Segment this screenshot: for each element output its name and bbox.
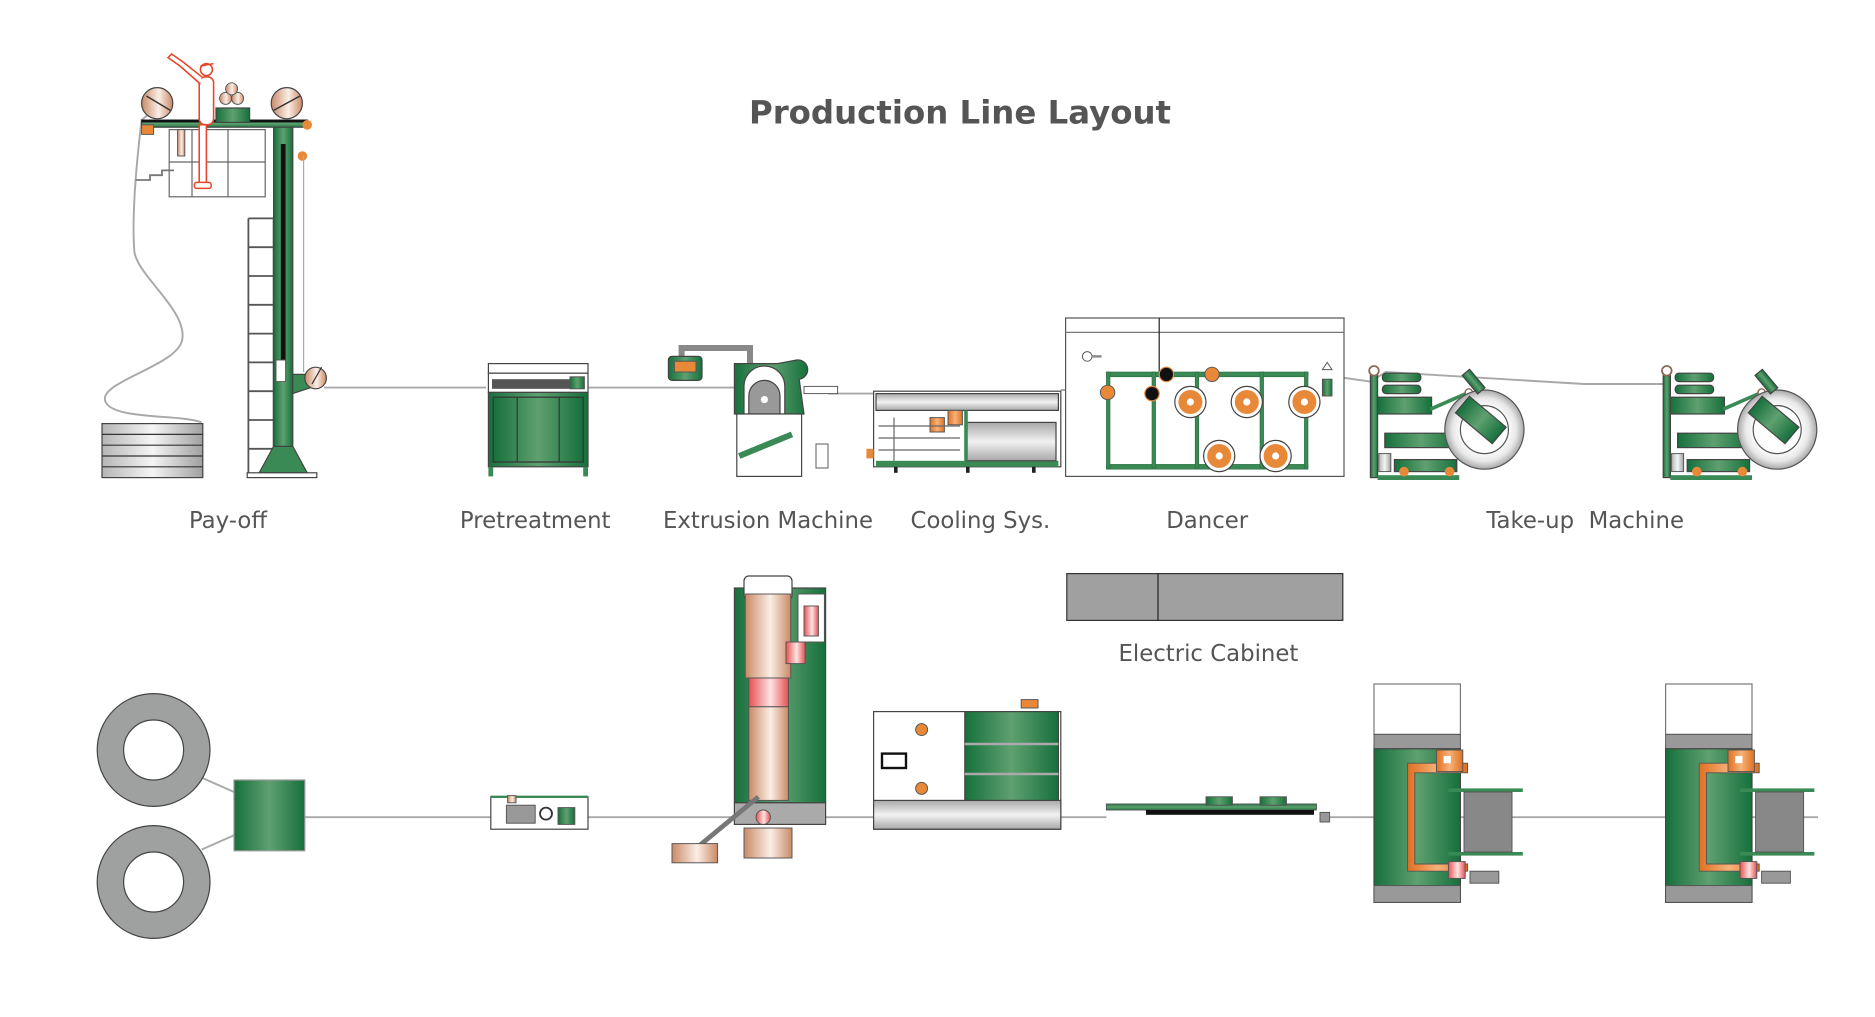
coil-top-view-2: [96, 825, 211, 939]
page-title: Production Line Layout: [749, 94, 1171, 132]
payoff-machine: [101, 52, 327, 479]
takeup-top-view-1: [1373, 683, 1523, 903]
takeup-top-view-2: [1665, 683, 1815, 903]
electric-cabinet-label: Electric Cabinet: [1118, 641, 1298, 667]
pretreatment-machine: [487, 363, 589, 477]
station-label-dancer: Dancer: [1166, 508, 1249, 534]
station-label-cooling: Cooling Sys.: [911, 508, 1051, 534]
coil-top-view-1: [96, 693, 211, 807]
ladder: [247, 217, 275, 477]
electric-cabinet: Electric Cabinet: [1066, 573, 1344, 667]
guide-sheave-left: [141, 87, 174, 120]
dancer-wheel: [1174, 385, 1207, 419]
exit-sheave: [275, 359, 327, 395]
takeup-machine-1: [1368, 365, 1525, 480]
station-label-takeup: Take-up Machine: [1485, 508, 1684, 534]
takeup-machine-2: [1661, 365, 1818, 480]
cooling-top-view: [873, 699, 1062, 830]
top-plan-view: [96, 575, 1818, 939]
station-label-pretreatment: Pretreatment: [460, 508, 611, 534]
dancer-wheel: [1288, 385, 1321, 419]
payoff-top-view: [233, 779, 306, 852]
extrusion-machine: [667, 345, 839, 477]
extrusion-top-view: [671, 575, 827, 864]
dancer-wheel: [1203, 439, 1236, 473]
wire-coil-stack: [101, 422, 204, 479]
pretreatment-top-view: [490, 795, 589, 830]
wire-path-top: [104, 97, 1668, 424]
dancer-wheel: [1259, 439, 1292, 473]
guide-sheave-right: [270, 87, 303, 120]
station-label-payoff: Pay-off: [189, 508, 268, 534]
dancer-top-view: [1105, 796, 1331, 823]
cooling-system: [866, 390, 1062, 473]
dancer-wheel: [1230, 385, 1263, 419]
operator-figure: [166, 52, 215, 190]
side-elevation-view: Pay-off Pretreatment Extrusion Machine C…: [101, 52, 1818, 534]
dancer: [1065, 317, 1345, 477]
station-label-extrusion: Extrusion Machine: [663, 508, 873, 534]
